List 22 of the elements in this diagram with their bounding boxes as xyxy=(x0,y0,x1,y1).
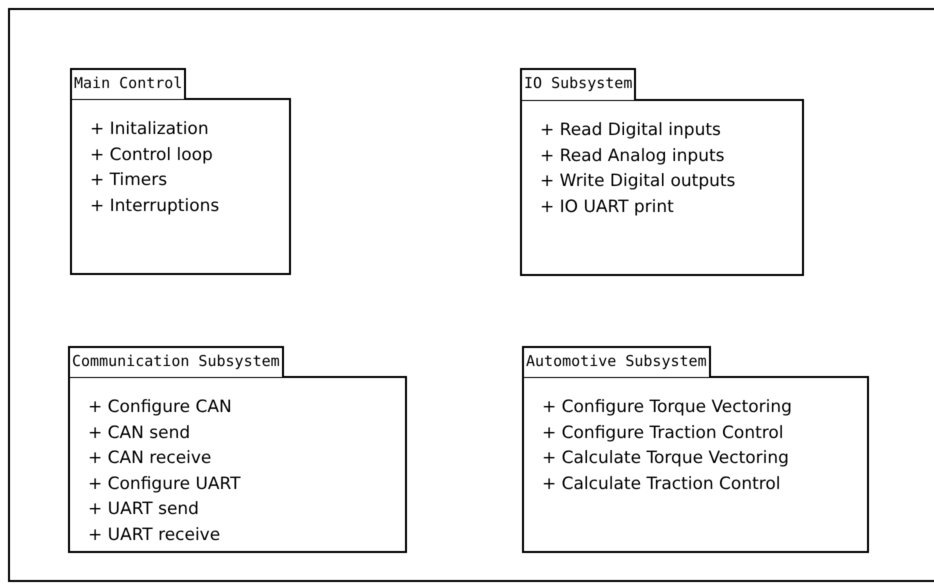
operation-text: + Configure Traction Control xyxy=(542,422,785,444)
operation-text: + Configure UART xyxy=(88,472,242,496)
package-tab: IO Subsystem xyxy=(520,68,636,100)
operation-text: + Read Digital inputs xyxy=(540,119,722,142)
operation-text: + Timers xyxy=(90,169,168,192)
operation-text: + CAN send xyxy=(88,422,192,444)
operation-text: + UART receive xyxy=(88,524,222,546)
operation-text: + Calculate Traction Control xyxy=(542,472,782,496)
operation-text: + Calculate Torque Vectoring xyxy=(542,447,790,470)
package-tab: Automotive Subsystem xyxy=(522,346,711,377)
operation-text: + Write Digital outputs xyxy=(540,170,736,193)
operation-text: + Configure Torque Vectoring xyxy=(542,396,793,419)
operation-text: + CAN receive xyxy=(88,447,212,470)
operation-text: + UART send xyxy=(88,498,200,521)
operation-text: + Configure CAN xyxy=(88,396,233,419)
package-tab: Communication Subsystem xyxy=(68,346,284,377)
operation-text: + Read Analog inputs xyxy=(540,144,726,168)
package-tab: Main Control xyxy=(70,68,186,99)
operation-text: + Control loop xyxy=(90,144,214,166)
operation-text: + Initalization xyxy=(90,118,210,141)
operation-text: + Interruptions xyxy=(90,194,220,218)
operation-text: + IO UART print xyxy=(540,196,675,218)
